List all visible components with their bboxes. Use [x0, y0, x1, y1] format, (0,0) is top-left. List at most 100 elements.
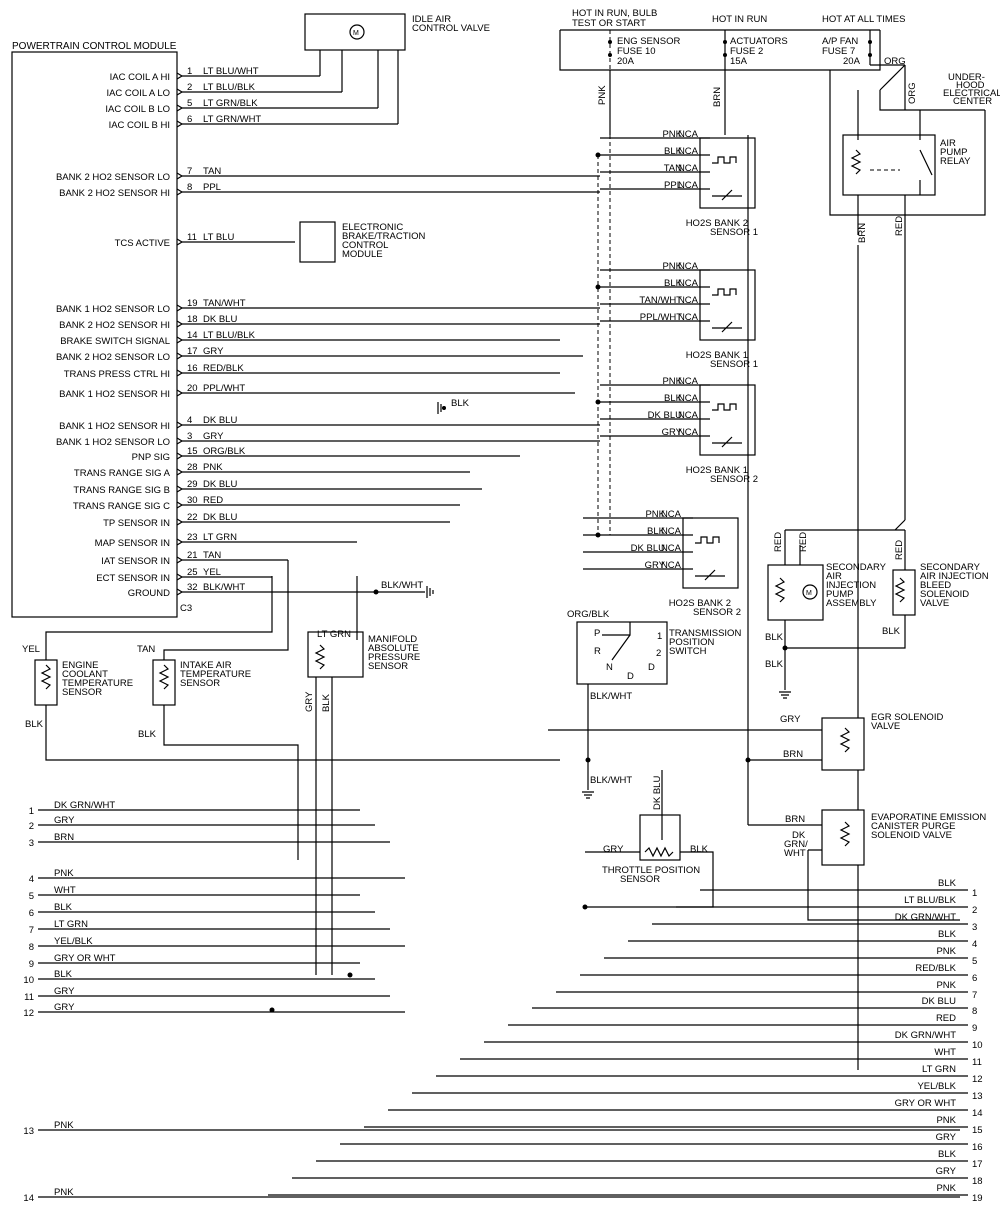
power-section: HOT IN RUN, BULB TEST OR START HOT IN RU…	[559, 8, 1000, 135]
map-wire-blk: BLK	[321, 693, 332, 712]
relay-wire-brn: BRN	[857, 223, 868, 243]
fuse2-wire-brn: BRN	[712, 87, 723, 107]
relay-label-line1: AIR	[940, 138, 956, 149]
pcm-pin-num: 29	[187, 479, 198, 490]
ho2s-wire-label: BLK	[664, 393, 683, 404]
evap-wire-grn: GRN/	[784, 839, 808, 850]
left-connector-num: 7	[29, 925, 34, 936]
ho2s-nca-label: NCA	[661, 560, 682, 571]
ect-sensor: YEL BLK ENGINE COOLANT TEMPERATURE SENSO…	[22, 576, 560, 761]
left-connector-num: 13	[23, 1126, 34, 1137]
right-connector-num: 5	[972, 956, 977, 967]
air-pump-relay: AIR PUMP RELAY BRN RED	[829, 70, 986, 1070]
pump-label-line4: PUMP	[826, 589, 853, 600]
ect-label-line4: SENSOR	[62, 687, 102, 698]
pcm-pin-num: 18	[187, 314, 198, 325]
right-connector-wire: PNK	[936, 1183, 956, 1194]
tps-wire-blk: BLK	[690, 844, 709, 855]
ho2s-wire-label: TAN	[664, 163, 682, 174]
ho2s-label-line2: SENSOR 1	[710, 359, 758, 370]
left-connector-wire: YEL/BLK	[54, 936, 93, 947]
map-sensor: MANIFOLD ABSOLUTE PRESSURE SENSOR LT GRN…	[304, 576, 420, 975]
pcm-pin-num: 23	[187, 532, 198, 543]
pcm-pin-label: BANK 1 HO2 SENSOR LO	[56, 304, 170, 315]
pcm-pin-label: ECT SENSOR IN	[96, 573, 170, 584]
ho2s-wire-label: PPL/WHT	[640, 312, 682, 323]
pump-wire-red2: RED	[798, 532, 809, 552]
pcm-pin-num: 3	[187, 431, 192, 442]
iat-label-line3: SENSOR	[180, 678, 220, 689]
left-connector-num: 3	[29, 838, 34, 849]
pcm-pin-wire: LT BLU/BLK	[203, 330, 256, 341]
ho2s-wire-label: GRY	[662, 427, 683, 438]
pcm-pin-wire: BLK/WHT	[203, 582, 245, 593]
bleed-label-line3: BLEED	[920, 580, 951, 591]
map-label-line3: PRESSURE	[368, 652, 420, 663]
pcm-pin-wire: TAN/WHT	[203, 298, 246, 309]
ho2s-wire-label: PNK	[662, 129, 682, 140]
left-connector-num: 8	[29, 942, 34, 953]
right-connector-wire: GRY OR WHT	[895, 1098, 957, 1109]
ho2s-nca-label: NCA	[678, 261, 699, 272]
right-connector-wire: LT BLU/BLK	[904, 895, 957, 906]
right-connector-num: 13	[972, 1091, 983, 1102]
fuse3-number: FUSE 7	[822, 46, 855, 57]
pcm-pin-label: BANK 2 HO2 SENSOR LO	[56, 172, 170, 183]
pcm-pin-num: 17	[187, 346, 198, 357]
ect-wire-yel: YEL	[22, 644, 40, 655]
pump-label-line3: INJECTION	[826, 580, 876, 591]
egr-wire-gry: GRY	[780, 714, 801, 725]
underhood-line3: ELECTRICAL	[943, 88, 1000, 99]
bleed-label-line2: AIR INJECTION	[920, 571, 989, 582]
pcm-pin-label: TCS ACTIVE	[115, 238, 170, 249]
right-connector-wire: BLK	[938, 878, 957, 889]
pcm-pin-wire: ORG/BLK	[203, 446, 246, 457]
right-connector-wire: DK GRN/WHT	[895, 912, 956, 923]
pump-label-line2: AIR	[826, 571, 842, 582]
shield-ground-blk: BLK	[451, 398, 470, 409]
pcm-pin-label: GROUND	[128, 588, 170, 599]
pump-label-line1: SECONDARY	[826, 562, 887, 573]
pump-wire-blk: BLK	[765, 632, 784, 643]
ho2s-wire-label: BLK	[664, 278, 683, 289]
svg-text:M: M	[806, 590, 812, 597]
ho2s-label-line2: SENSOR 2	[693, 607, 741, 618]
ho2s-nca-label: NCA	[678, 163, 699, 174]
map-label-line2: ABSOLUTE	[368, 643, 419, 654]
pcm-pin-num: 25	[187, 567, 198, 578]
trans-n: N	[606, 662, 613, 673]
right-connector-wire: LT GRN	[922, 1064, 956, 1075]
left-connector-num: 11	[24, 992, 34, 1003]
ho2s-nca-label: NCA	[678, 410, 699, 421]
left-connector-pin: 7LT GRN	[29, 919, 390, 936]
pcm-pin-num: 2	[187, 82, 192, 93]
left-connector-num: 5	[29, 891, 34, 902]
secondary-air-assembly: M SECONDARY AIR INJECTION PUMP ASSEMBLY …	[765, 519, 989, 699]
ground-wire-blk: BLK	[765, 659, 784, 670]
right-connector-num: 17	[972, 1159, 983, 1170]
pcm-pin-wire: PNK	[203, 462, 223, 473]
left-connector-wire: WHT	[54, 885, 76, 896]
iat-wire-tan: TAN	[137, 644, 155, 655]
pump-wire-red1: RED	[773, 532, 784, 552]
pcm-pin-num: 20	[187, 383, 198, 394]
